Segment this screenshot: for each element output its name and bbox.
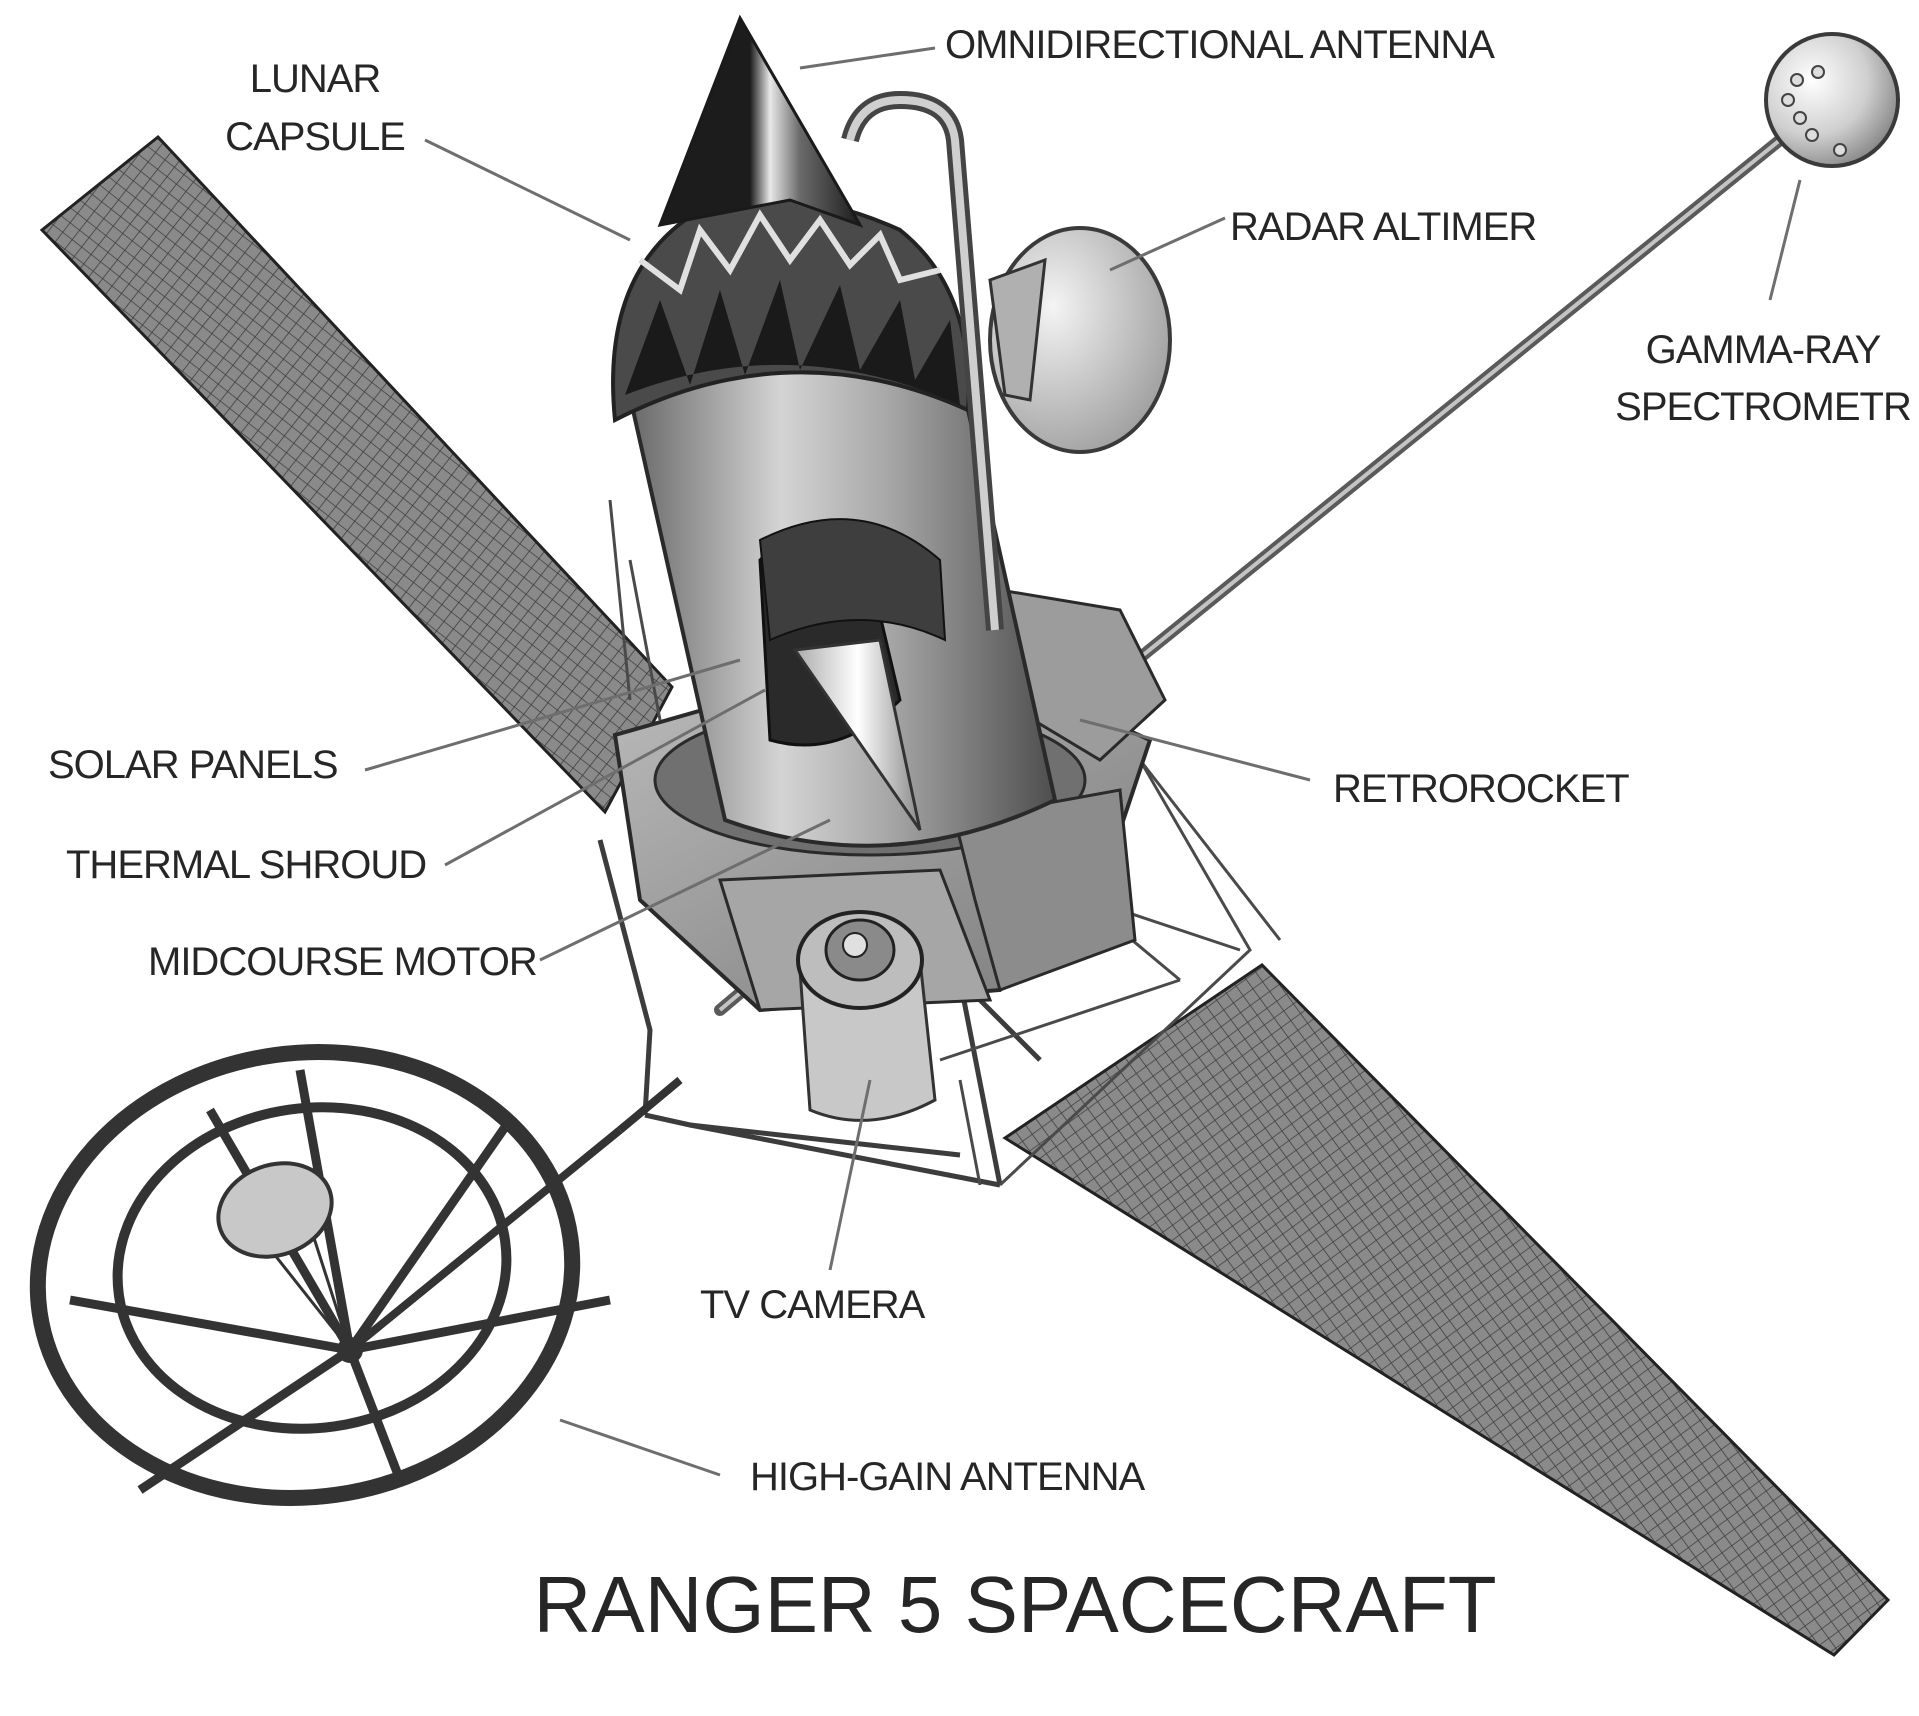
retrorocket-cone [792,638,922,831]
diagram-title: RANGER 5 SPACECRAFT [533,1560,1496,1649]
label-spectrometr: SPECTROMETR [1615,385,1911,429]
label-lunar: LUNAR [250,57,381,101]
tv-camera [796,910,937,1122]
label-radar-altimer: RADAR ALTIMER [1230,205,1536,249]
label-retrorocket: RETROROCKET [1333,767,1629,811]
lunar-capsule [611,196,971,424]
label-midcourse-motor: MIDCOURSE MOTOR [148,940,537,984]
capsule-feed-pipe [841,90,1004,631]
label-omnidirectional-antenna: OMNIDIRECTIONAL ANTENNA [945,23,1495,67]
gamma-ray-sphere [1764,32,1900,168]
label-solar-panels: SOLAR PANELS [48,743,338,787]
radar-altimeter-dome [988,226,1172,454]
solar-panel-left [39,134,674,815]
label-capsule: CAPSULE [225,115,405,159]
high-gain-antenna [29,1044,683,1506]
high-gain-feed-dish [216,1161,363,1363]
label-thermal-shroud: THERMAL SHROUD [66,843,426,887]
label-tv-camera: TV CAMERA [700,1283,926,1327]
solar-panel-right [1002,963,1891,1657]
label-gamma-ray: GAMMA-RAY [1646,328,1881,372]
omnidirectional-antenna-cone [657,14,864,228]
thermal-shroud [630,368,1058,848]
label-high-gain-antenna: HIGH-GAIN ANTENNA [750,1455,1145,1499]
leader-lines [364,46,1802,1477]
